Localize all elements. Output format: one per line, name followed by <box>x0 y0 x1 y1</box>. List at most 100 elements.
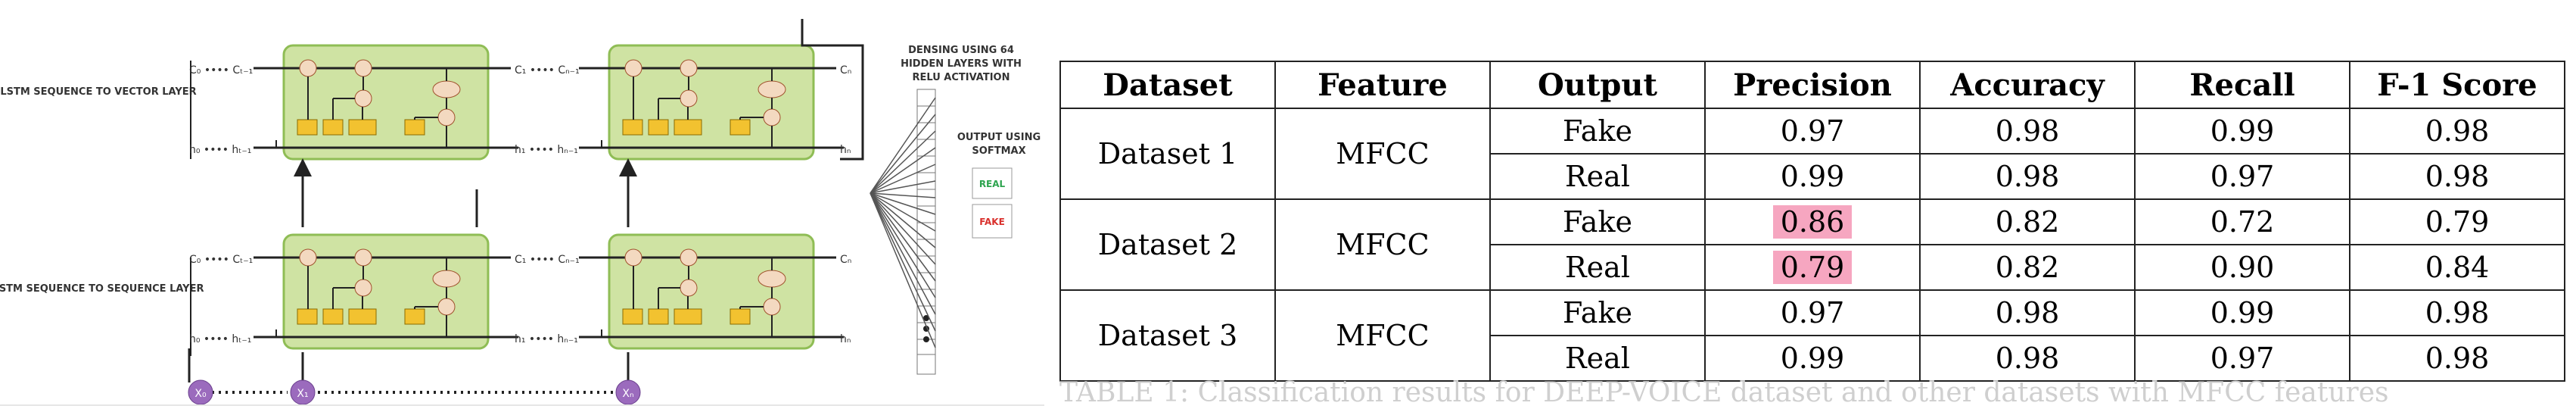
dense-connection <box>870 192 936 215</box>
cell-recall: 0.99 <box>2134 289 2350 336</box>
highlighted-value: 0.79 <box>1772 251 1853 284</box>
svg-text:X₀: X₀ <box>194 388 207 400</box>
cell-feature: MFCC <box>1274 108 1491 200</box>
svg-text:OUTPUT USING: OUTPUT USING <box>957 132 1041 143</box>
header-f1: F-1 Score <box>2349 61 2565 109</box>
header-dataset: Dataset <box>1059 61 1276 109</box>
ellipsis-dot <box>923 336 929 342</box>
softmax-label: OUTPUT USING SOFTMAX <box>957 132 1041 157</box>
header-precision: Precision <box>1704 61 1921 109</box>
cell-feature: MFCC <box>1274 198 1491 291</box>
cell-recall: 0.99 <box>2134 108 2350 155</box>
cell-dataset: Dataset 1 <box>1059 108 1276 200</box>
lstm-cell-top-2 <box>577 44 845 161</box>
cell-feature: MFCC <box>1274 289 1491 382</box>
lstm-cell-top-1 <box>252 44 520 161</box>
text-label-top: LSTM SEQUENCE TO VECTOR LAYER <box>0 86 196 98</box>
table-row: Dataset 1 MFCC Fake 0.97 0.98 0.99 0.98 <box>1059 108 2565 200</box>
header-output: Output <box>1489 61 1706 109</box>
dense-connection <box>870 180 936 194</box>
dense-connection <box>870 192 936 232</box>
svg-text:FAKE: FAKE <box>979 217 1005 227</box>
dense-connection <box>870 192 936 332</box>
svg-text:Xₙ: Xₙ <box>622 388 633 400</box>
densing-label: DENSING USING 64 HIDDEN LAYERS WITH RELU… <box>901 45 1022 83</box>
cell-accuracy: 0.82 <box>1919 244 2136 291</box>
dense-connection <box>870 192 936 282</box>
text-label-bottom: LSTM SEQUENCE TO SEQUENCE LAYER <box>0 283 204 295</box>
lstm-cell-bottom-1 <box>252 233 520 350</box>
cell-output: Fake <box>1489 289 1706 336</box>
cell-f1: 0.98 <box>2349 335 2565 382</box>
output-real: REAL <box>972 167 1013 199</box>
c-left-bottom: C₀ •••• Cₜ₋₁ <box>189 254 253 266</box>
header-accuracy: Accuracy <box>1919 61 2136 109</box>
highlighted-value: 0.86 <box>1772 205 1853 239</box>
table-header-row: Dataset Feature Output Precision Accurac… <box>1059 61 2565 109</box>
input-node-xn: Xₙ <box>615 379 641 405</box>
cell-dataset: Dataset 3 <box>1059 289 1276 382</box>
dense-unit <box>916 205 936 223</box>
ellipsis-dot <box>923 315 929 321</box>
cell-f1: 0.98 <box>2349 289 2565 336</box>
cell-f1: 0.79 <box>2349 198 2565 245</box>
h-left-bottom: h₀ •••• hₜ₋₁ <box>189 333 251 345</box>
header-recall: Recall <box>2134 61 2350 109</box>
lstm-architecture-diagram: LSTM SEQUENCE TO VECTOR LAYER LSTM SEQUE… <box>0 19 1044 406</box>
dense-connection <box>870 192 936 248</box>
c-end-top: Cₙ <box>840 64 851 76</box>
cell-output: Real <box>1489 335 1706 382</box>
svg-text:RELU ACTIVATION: RELU ACTIVATION <box>913 72 1010 83</box>
cell-accuracy: 0.98 <box>1919 335 2136 382</box>
dense-connection <box>870 147 936 194</box>
results-table-container: Dataset Feature Output Precision Accurac… <box>1059 61 2565 382</box>
dense-unit <box>916 89 936 107</box>
dense-unit <box>916 354 936 375</box>
cell-output: Real <box>1489 153 1706 200</box>
label-seq-to-sequence: LSTM SEQUENCE TO SEQUENCE LAYER <box>0 283 204 295</box>
cell-f1: 0.98 <box>2349 108 2565 155</box>
cell-recall: 0.72 <box>2134 198 2350 245</box>
dense-unit <box>916 272 936 290</box>
dense-connection <box>870 192 936 265</box>
cell-precision: 0.97 <box>1704 108 1921 155</box>
svg-text:X₁: X₁ <box>297 388 308 400</box>
h-left-top: h₀ •••• hₜ₋₁ <box>189 144 251 156</box>
cell-output: Fake <box>1489 198 1706 245</box>
cell-f1: 0.98 <box>2349 153 2565 200</box>
dense-connection <box>870 130 936 194</box>
c-left-top: C₀ •••• Cₜ₋₁ <box>189 64 253 76</box>
dense-unit <box>916 255 936 273</box>
input-node-x1: X₁ <box>290 379 316 405</box>
label-seq-to-vector: LSTM SEQUENCE TO VECTOR LAYER <box>0 86 196 98</box>
dense-connection <box>870 192 936 348</box>
cell-accuracy: 0.98 <box>1919 153 2136 200</box>
cell-precision: 0.99 <box>1704 153 1921 200</box>
cell-precision: 0.79 <box>1704 244 1921 291</box>
h-mid-top: h₁ •••• hₙ₋₁ <box>515 144 578 156</box>
table-caption: TABLE 1: Classification results for DEEP… <box>1059 377 2389 408</box>
cell-f1: 0.84 <box>2349 244 2565 291</box>
output-fake: FAKE <box>972 204 1013 239</box>
cell-recall: 0.90 <box>2134 244 2350 291</box>
svg-text:DENSING USING 64: DENSING USING 64 <box>908 45 1014 56</box>
svg-text:REAL: REAL <box>979 179 1006 189</box>
cell-accuracy: 0.82 <box>1919 198 2136 245</box>
lstm-cell-bottom-2 <box>577 233 845 350</box>
h-end-bottom: hₙ <box>840 333 851 345</box>
c-mid-bottom: C₁ •••• Cₙ₋₁ <box>515 254 580 266</box>
dense-connections <box>870 97 936 348</box>
h-mid-bottom: h₁ •••• hₙ₋₁ <box>515 333 578 345</box>
h-end-top: hₙ <box>840 144 851 156</box>
table-row: Real 0.99 0.98 0.97 0.98 <box>1060 335 2565 382</box>
cell-accuracy: 0.98 <box>1919 289 2136 336</box>
cell-precision: 0.86 <box>1704 198 1921 245</box>
dense-connection <box>870 164 936 194</box>
results-table: Dataset Feature Output Precision Accurac… <box>1059 61 2565 382</box>
header-feature: Feature <box>1274 61 1491 109</box>
cell-precision: 0.97 <box>1704 289 1921 336</box>
cell-accuracy: 0.98 <box>1919 108 2136 155</box>
cell-output: Fake <box>1489 108 1706 155</box>
cell-recall: 0.97 <box>2134 153 2350 200</box>
dense-layer-stack <box>916 89 936 375</box>
